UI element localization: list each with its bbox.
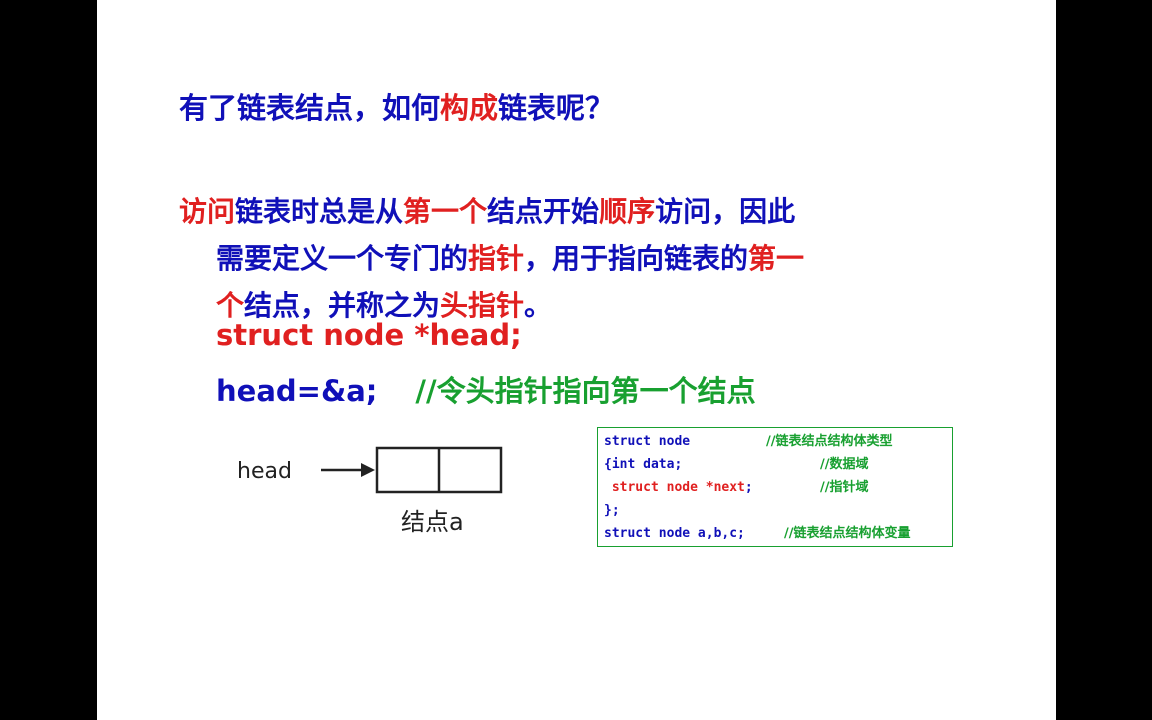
struct-definition-box: struct node //链表结点结构体类型 {int data; //数据域… [597,427,953,547]
text-highlight: 个 [216,289,245,322]
paragraph-line-1: 访问链表时总是从第一个结点开始顺序访问，因此 [179,188,959,235]
node-label: 结点a [401,508,464,536]
paragraph-line-2: 需要定义一个专门的指针，用于指向链表的第一 [179,235,959,282]
title-highlight: 构成 [440,91,499,125]
text-highlight: 指针 [468,242,525,275]
text-span: 。 [524,289,553,322]
text-span: ，用于指向链表的 [524,242,749,275]
text-span: 需要定义一个专门的 [216,242,469,275]
linked-list-diagram: head 结点a [237,446,503,536]
text-span: 结点开始 [487,195,600,228]
codebox-code-end: ; [744,480,753,495]
title-part-1: 有了链表结点，如何 [179,91,441,125]
text-highlight: 访问 [179,195,236,228]
text-highlight: 头指针 [440,289,525,322]
slide-title: 有了链表结点，如何构成链表呢？ [179,85,614,127]
text-highlight: 顺序 [599,195,656,228]
codebox-row: struct node a,b,c; [604,526,745,541]
code-assignment: head=&a; //令头指针指向第一个结点 [216,368,756,410]
slide: 有了链表结点，如何构成链表呢？ 访问链表时总是从第一个结点开始顺序访问，因此 需… [97,0,1056,720]
codebox-code-keyword: struct node [604,480,706,495]
codebox-code-pointer: *next [705,480,745,495]
codebox-comment: //链表结点结构体类型 [766,434,893,449]
codebox-row: {int data; [604,457,683,472]
code-declaration: struct node *head; [216,318,522,352]
codebox-comment: //数据域 [820,457,869,472]
codebox-row: struct node [604,434,691,449]
codebox-row: }; [604,503,620,518]
paragraph-line-3: 个结点，并称之为头指针。 [179,282,959,329]
codebox-comment: //指针域 [820,480,869,495]
code-assignment-comment: //令头指针指向第一个结点 [415,374,756,408]
codebox-row: struct node *next; [604,478,753,498]
title-part-3: 链表呢？ [498,91,615,125]
pointer-arrow-head [361,463,375,477]
text-highlight: 第一 [748,242,805,275]
code-assignment-statement: head=&a; [216,374,378,408]
codebox-comment: //链表结点结构体变量 [784,526,911,541]
text-span: 访问，因此 [655,195,796,228]
text-span: 链表时总是从 [235,195,404,228]
head-label: head [237,459,292,484]
text-highlight: 第一个 [403,195,488,228]
text-span: 结点，并称之为 [244,289,441,322]
explanation-paragraph: 访问链表时总是从第一个结点开始顺序访问，因此 需要定义一个专门的指针，用于指向链… [179,188,959,329]
